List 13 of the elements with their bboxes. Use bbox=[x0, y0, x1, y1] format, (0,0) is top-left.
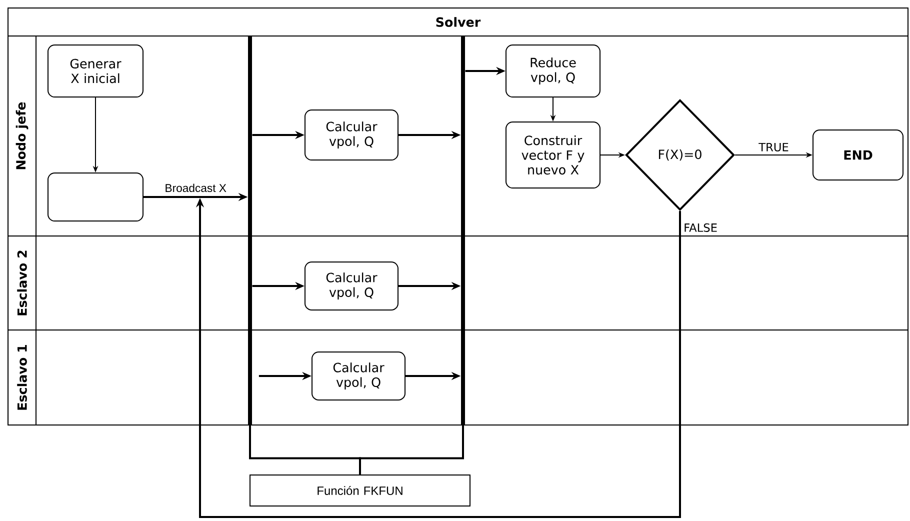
edge-label: Broadcast X bbox=[166, 184, 226, 192]
connector-line bbox=[359, 425, 464, 474]
process-box: Calcular vpol, Q bbox=[312, 352, 406, 400]
process-box: Reduce vpol, Q bbox=[506, 44, 600, 98]
process-box: Construir vector F y nuevo X bbox=[506, 122, 600, 188]
end-box: END bbox=[812, 130, 904, 180]
function-box: Función FKFUN bbox=[250, 474, 470, 506]
process-box: Calcular vpol, Q bbox=[304, 262, 398, 310]
edge-label: TRUE bbox=[758, 142, 788, 152]
process-box: Generar X inicial bbox=[48, 44, 144, 98]
process-box bbox=[48, 172, 144, 222]
process-box: Calcular vpol, Q bbox=[304, 110, 398, 160]
edge-label: FALSE bbox=[684, 223, 717, 232]
